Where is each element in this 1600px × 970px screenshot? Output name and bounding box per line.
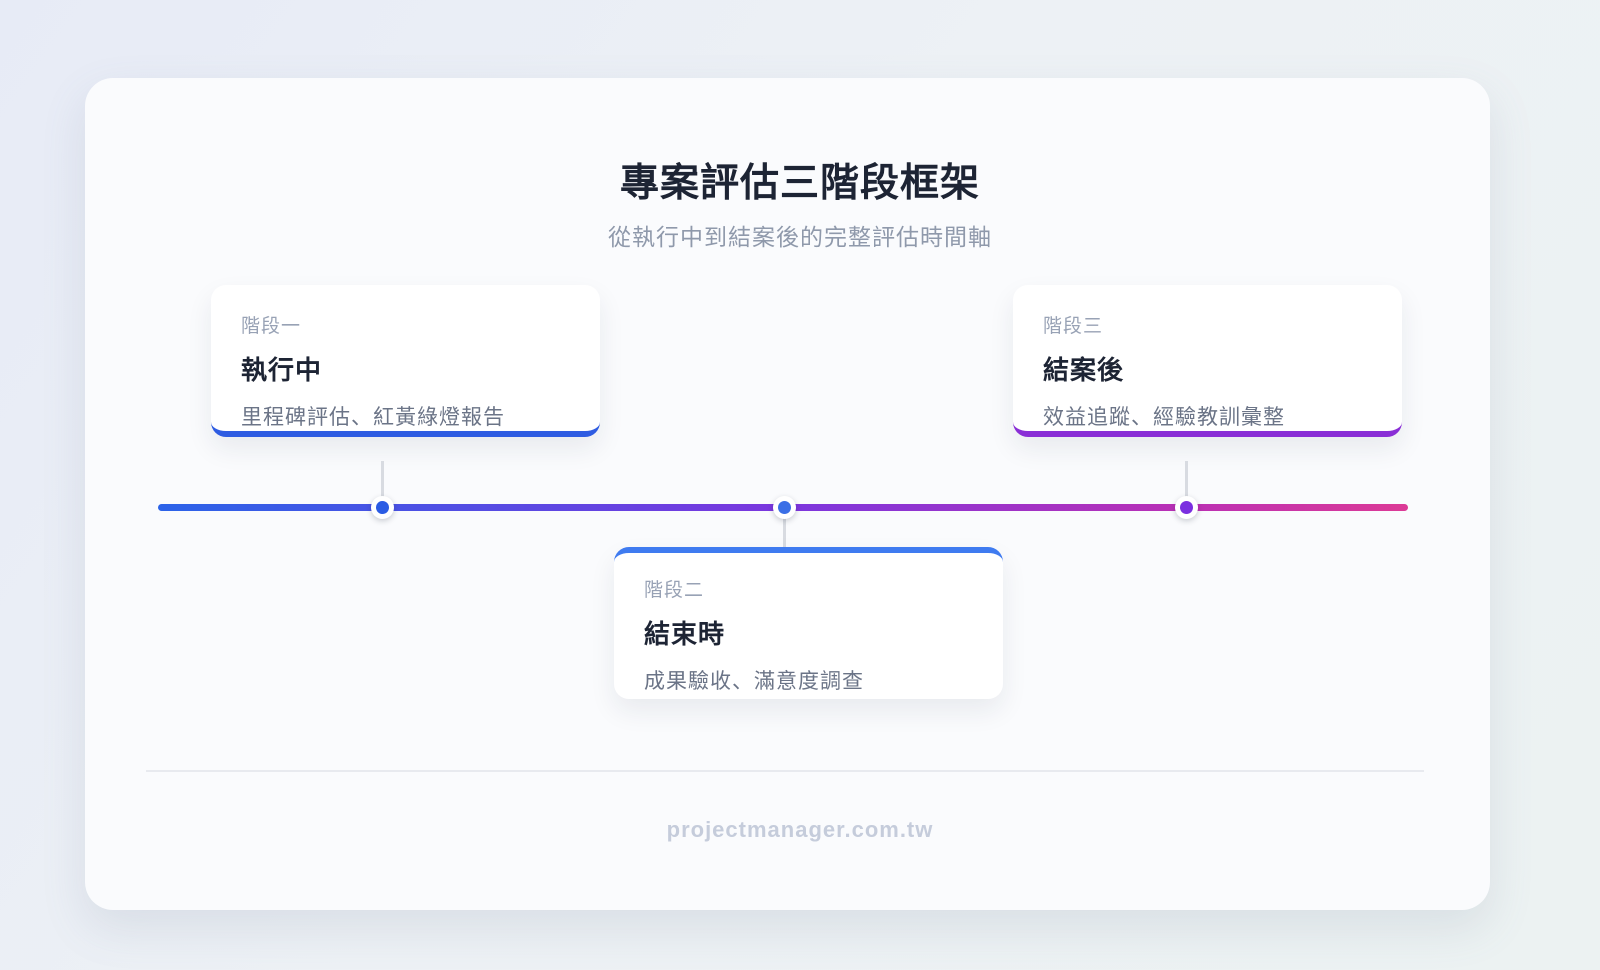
timeline-dot-3 — [1175, 496, 1198, 519]
phase-3-label: 階段三 — [1043, 316, 1104, 337]
phase-card-1: 階段一 執行中 里程碑評估、紅黃綠燈報告 — [211, 285, 600, 437]
phase-2-title: 結束時 — [644, 619, 726, 649]
phase-2-label: 階段二 — [644, 580, 705, 601]
timeline-dot-1 — [371, 496, 394, 519]
page-title: 專案評估三階段框架 — [619, 162, 980, 205]
phase-3-title: 結案後 — [1043, 355, 1125, 385]
phase-card-2: 階段二 結束時 成果驗收、滿意度調查 — [614, 547, 1003, 699]
connector-phase-3 — [1185, 461, 1188, 501]
page-subtitle: 從執行中到結案後的完整評估時間軸 — [608, 224, 992, 250]
phase-1-title: 執行中 — [241, 355, 323, 385]
footer-divider — [146, 770, 1424, 772]
timeline-dot-1-core — [376, 501, 389, 514]
footer-watermark: projectmanager.com.tw — [666, 817, 934, 842]
timeline-dot-2-core — [778, 501, 791, 514]
timeline-dot-3-core — [1180, 501, 1193, 514]
phase-1-description: 里程碑評估、紅黃綠燈報告 — [241, 406, 505, 429]
phase-1-label: 階段一 — [241, 316, 302, 337]
phase-3-description: 效益追蹤、經驗教訓彙整 — [1043, 406, 1285, 429]
connector-phase-1 — [381, 461, 384, 501]
timeline-dot-2 — [773, 496, 796, 519]
connector-phase-2 — [783, 513, 786, 553]
phase-2-description: 成果驗收、滿意度調查 — [644, 670, 864, 693]
phase-card-3: 階段三 結案後 效益追蹤、經驗教訓彙整 — [1013, 285, 1402, 437]
